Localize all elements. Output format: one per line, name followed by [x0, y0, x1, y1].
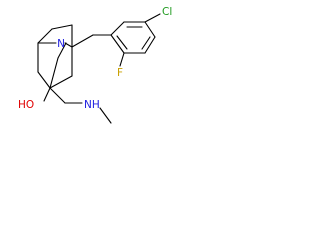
bond: [144, 21, 156, 38]
benzene-ring: [110, 21, 156, 54]
chlorine-label: Cl: [162, 6, 172, 18]
bond: [71, 34, 94, 48]
bond: [49, 87, 66, 104]
bond: [49, 75, 73, 89]
bond: [119, 52, 125, 67]
bond: [37, 71, 51, 89]
bond: [49, 57, 59, 89]
bond: [51, 24, 73, 30]
hydroxyl-label: HO: [18, 99, 34, 111]
bond: [57, 42, 67, 59]
bond: [110, 34, 125, 54]
bond: [37, 28, 53, 44]
nitrogen-label: N: [57, 38, 65, 50]
bond: [144, 36, 156, 54]
bicyclic-core: [37, 24, 73, 89]
aromatic-bond: [116, 35, 128, 50]
benzyl-linker: [71, 34, 112, 48]
ring-substituents: [119, 13, 161, 67]
bond: [110, 21, 125, 36]
bond: [99, 107, 112, 124]
molecular-structure: N Cl F HO NH: [18, 6, 172, 124]
amine-label: NH: [84, 99, 100, 111]
side-chains: [43, 87, 112, 124]
aromatic-bond: [141, 36, 151, 50]
fluorine-label: F: [117, 67, 123, 79]
bond: [144, 13, 161, 23]
bond: [43, 87, 51, 102]
